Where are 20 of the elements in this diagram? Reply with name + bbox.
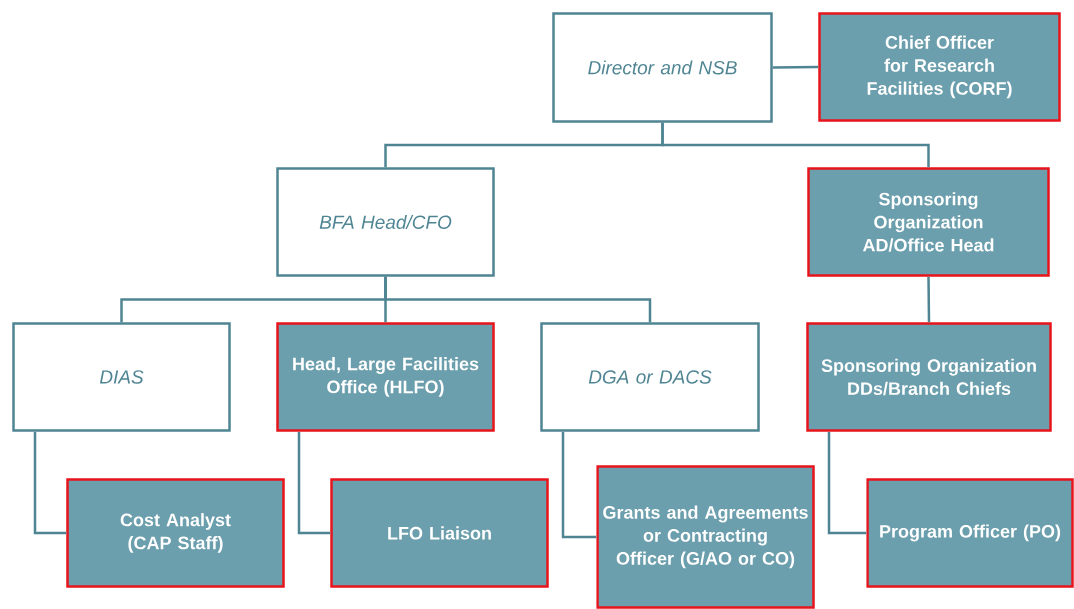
office-box: DIAS [12,322,231,432]
role-box: Chief Officer for Research Facilities (CORF) [818,12,1061,122]
role-box: Cost Analyst (CAP Staff) [66,478,285,588]
connector [772,65,819,69]
role-box: LFO Liaison [330,478,549,588]
connector [297,432,331,535]
connector [927,276,931,323]
connector [827,432,867,535]
office-box: Director and NSB [552,12,773,123]
role-box: Head, Large Facilities Office (HLFO) [276,322,495,432]
role-box: Program Officer (PO) [866,478,1074,588]
office-box: DGA or DACS [540,322,760,432]
connector [561,432,597,539]
role-box: Grants and Agreements or Contracting Officer (G/AO or CO) [596,465,815,609]
office-box: BFA Head/CFO [276,167,495,277]
role-box: Sponsoring Organization DDs/Branch Chiefs [806,322,1052,432]
connector [33,432,67,535]
connector [661,122,930,168]
connector [384,276,652,323]
role-box: Sponsoring Organization AD/Office Head [807,167,1050,277]
